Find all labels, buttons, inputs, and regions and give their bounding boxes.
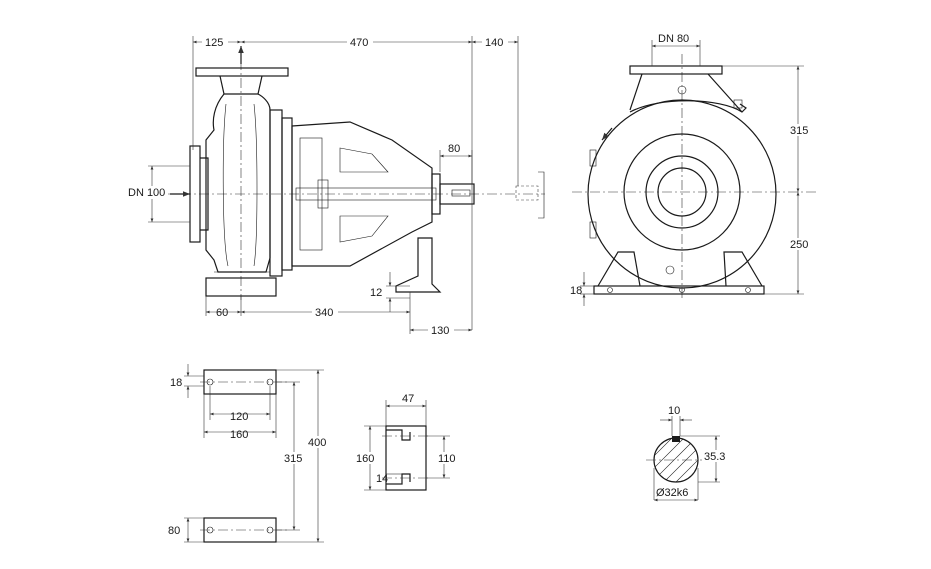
support-foot bbox=[395, 237, 442, 293]
dim-315-plate: 315 bbox=[284, 453, 302, 465]
dim-12: 12 bbox=[370, 287, 382, 299]
volute-casing bbox=[205, 93, 271, 273]
foot-detail: 47 160 110 14 bbox=[356, 393, 460, 491]
base-plate-detail: 18 120 160 315 400 80 bbox=[168, 364, 332, 543]
dim-160-foot: 160 bbox=[356, 453, 374, 465]
casing-cover bbox=[269, 109, 283, 277]
volute-inner-2 bbox=[253, 103, 258, 267]
dim-400: 400 bbox=[308, 437, 326, 449]
dim-18-plate: 18 bbox=[170, 377, 182, 389]
side-hub-outer bbox=[645, 155, 719, 229]
side-discharge-flange bbox=[629, 65, 723, 75]
dim-315-side: 315 bbox=[790, 125, 808, 137]
rotation-arrow-icon bbox=[601, 127, 613, 141]
dim-250: 250 bbox=[790, 239, 808, 251]
dim-80-plate: 80 bbox=[168, 525, 180, 537]
foot-slot-top bbox=[386, 429, 411, 441]
side-foot-bolt-mid bbox=[679, 287, 685, 293]
dim-10: 10 bbox=[668, 405, 680, 417]
bracket-window-bottom bbox=[339, 215, 389, 243]
dim-125: 125 bbox=[205, 37, 223, 49]
dim-80-shaft: 80 bbox=[448, 143, 460, 155]
dim-shaft-dia: Ø32k6 bbox=[656, 487, 688, 499]
side-hub-inner bbox=[657, 167, 707, 217]
front-view: 125 470 140 80 DN 100 12 60 340 130 bbox=[126, 36, 545, 337]
side-view: DN 80 315 250 18 bbox=[570, 33, 818, 306]
dim-140: 140 bbox=[485, 37, 503, 49]
side-bolt-2 bbox=[665, 265, 675, 275]
dim-340: 340 bbox=[315, 307, 333, 319]
bracket-window-top bbox=[339, 147, 389, 173]
discharge-flange bbox=[195, 67, 289, 77]
side-discharge-neck bbox=[629, 73, 743, 113]
dim-130: 130 bbox=[431, 325, 449, 337]
shaft-key bbox=[672, 436, 680, 442]
dim-120: 120 bbox=[230, 411, 248, 423]
foot-slot-bottom bbox=[386, 473, 411, 485]
dim-110: 110 bbox=[438, 453, 456, 465]
dim-60: 60 bbox=[216, 307, 228, 319]
side-bolt-1 bbox=[677, 85, 687, 95]
shaft-collar bbox=[317, 179, 329, 209]
side-casing-ring bbox=[623, 133, 741, 251]
side-lug-top bbox=[733, 99, 743, 109]
dim-14: 14 bbox=[376, 473, 388, 485]
shaft-section: 10 35.3 Ø32k6 bbox=[646, 405, 732, 502]
side-lug-left-2 bbox=[589, 221, 597, 239]
dim-18-side: 18 bbox=[570, 285, 582, 297]
coupling-outline bbox=[515, 185, 539, 201]
side-volute-outline bbox=[587, 99, 777, 289]
side-volute-spiral bbox=[629, 100, 747, 113]
bearing-bracket bbox=[291, 121, 433, 267]
discharge-neck bbox=[219, 75, 263, 95]
dim-dn100: DN 100 bbox=[128, 187, 165, 199]
shaft-keyway bbox=[451, 189, 471, 197]
side-foot-bolt-left bbox=[607, 287, 613, 293]
coupling-guard bbox=[538, 171, 545, 219]
side-lug-left bbox=[589, 149, 597, 167]
inner-shaft bbox=[295, 187, 437, 201]
bracket-rib bbox=[299, 137, 323, 251]
side-foot bbox=[597, 251, 763, 287]
dim-160-plate: 160 bbox=[230, 429, 248, 441]
side-foot-bolt-right bbox=[745, 287, 751, 293]
side-base bbox=[593, 285, 765, 295]
suction-nozzle bbox=[200, 157, 209, 231]
dim-47: 47 bbox=[402, 393, 414, 405]
dim-35-3: 35.3 bbox=[704, 451, 725, 463]
dim-470: 470 bbox=[350, 37, 368, 49]
foot-body bbox=[385, 425, 427, 491]
volute-inner bbox=[222, 103, 229, 267]
dim-dn80: DN 80 bbox=[658, 33, 689, 45]
shaft-end bbox=[439, 183, 475, 205]
